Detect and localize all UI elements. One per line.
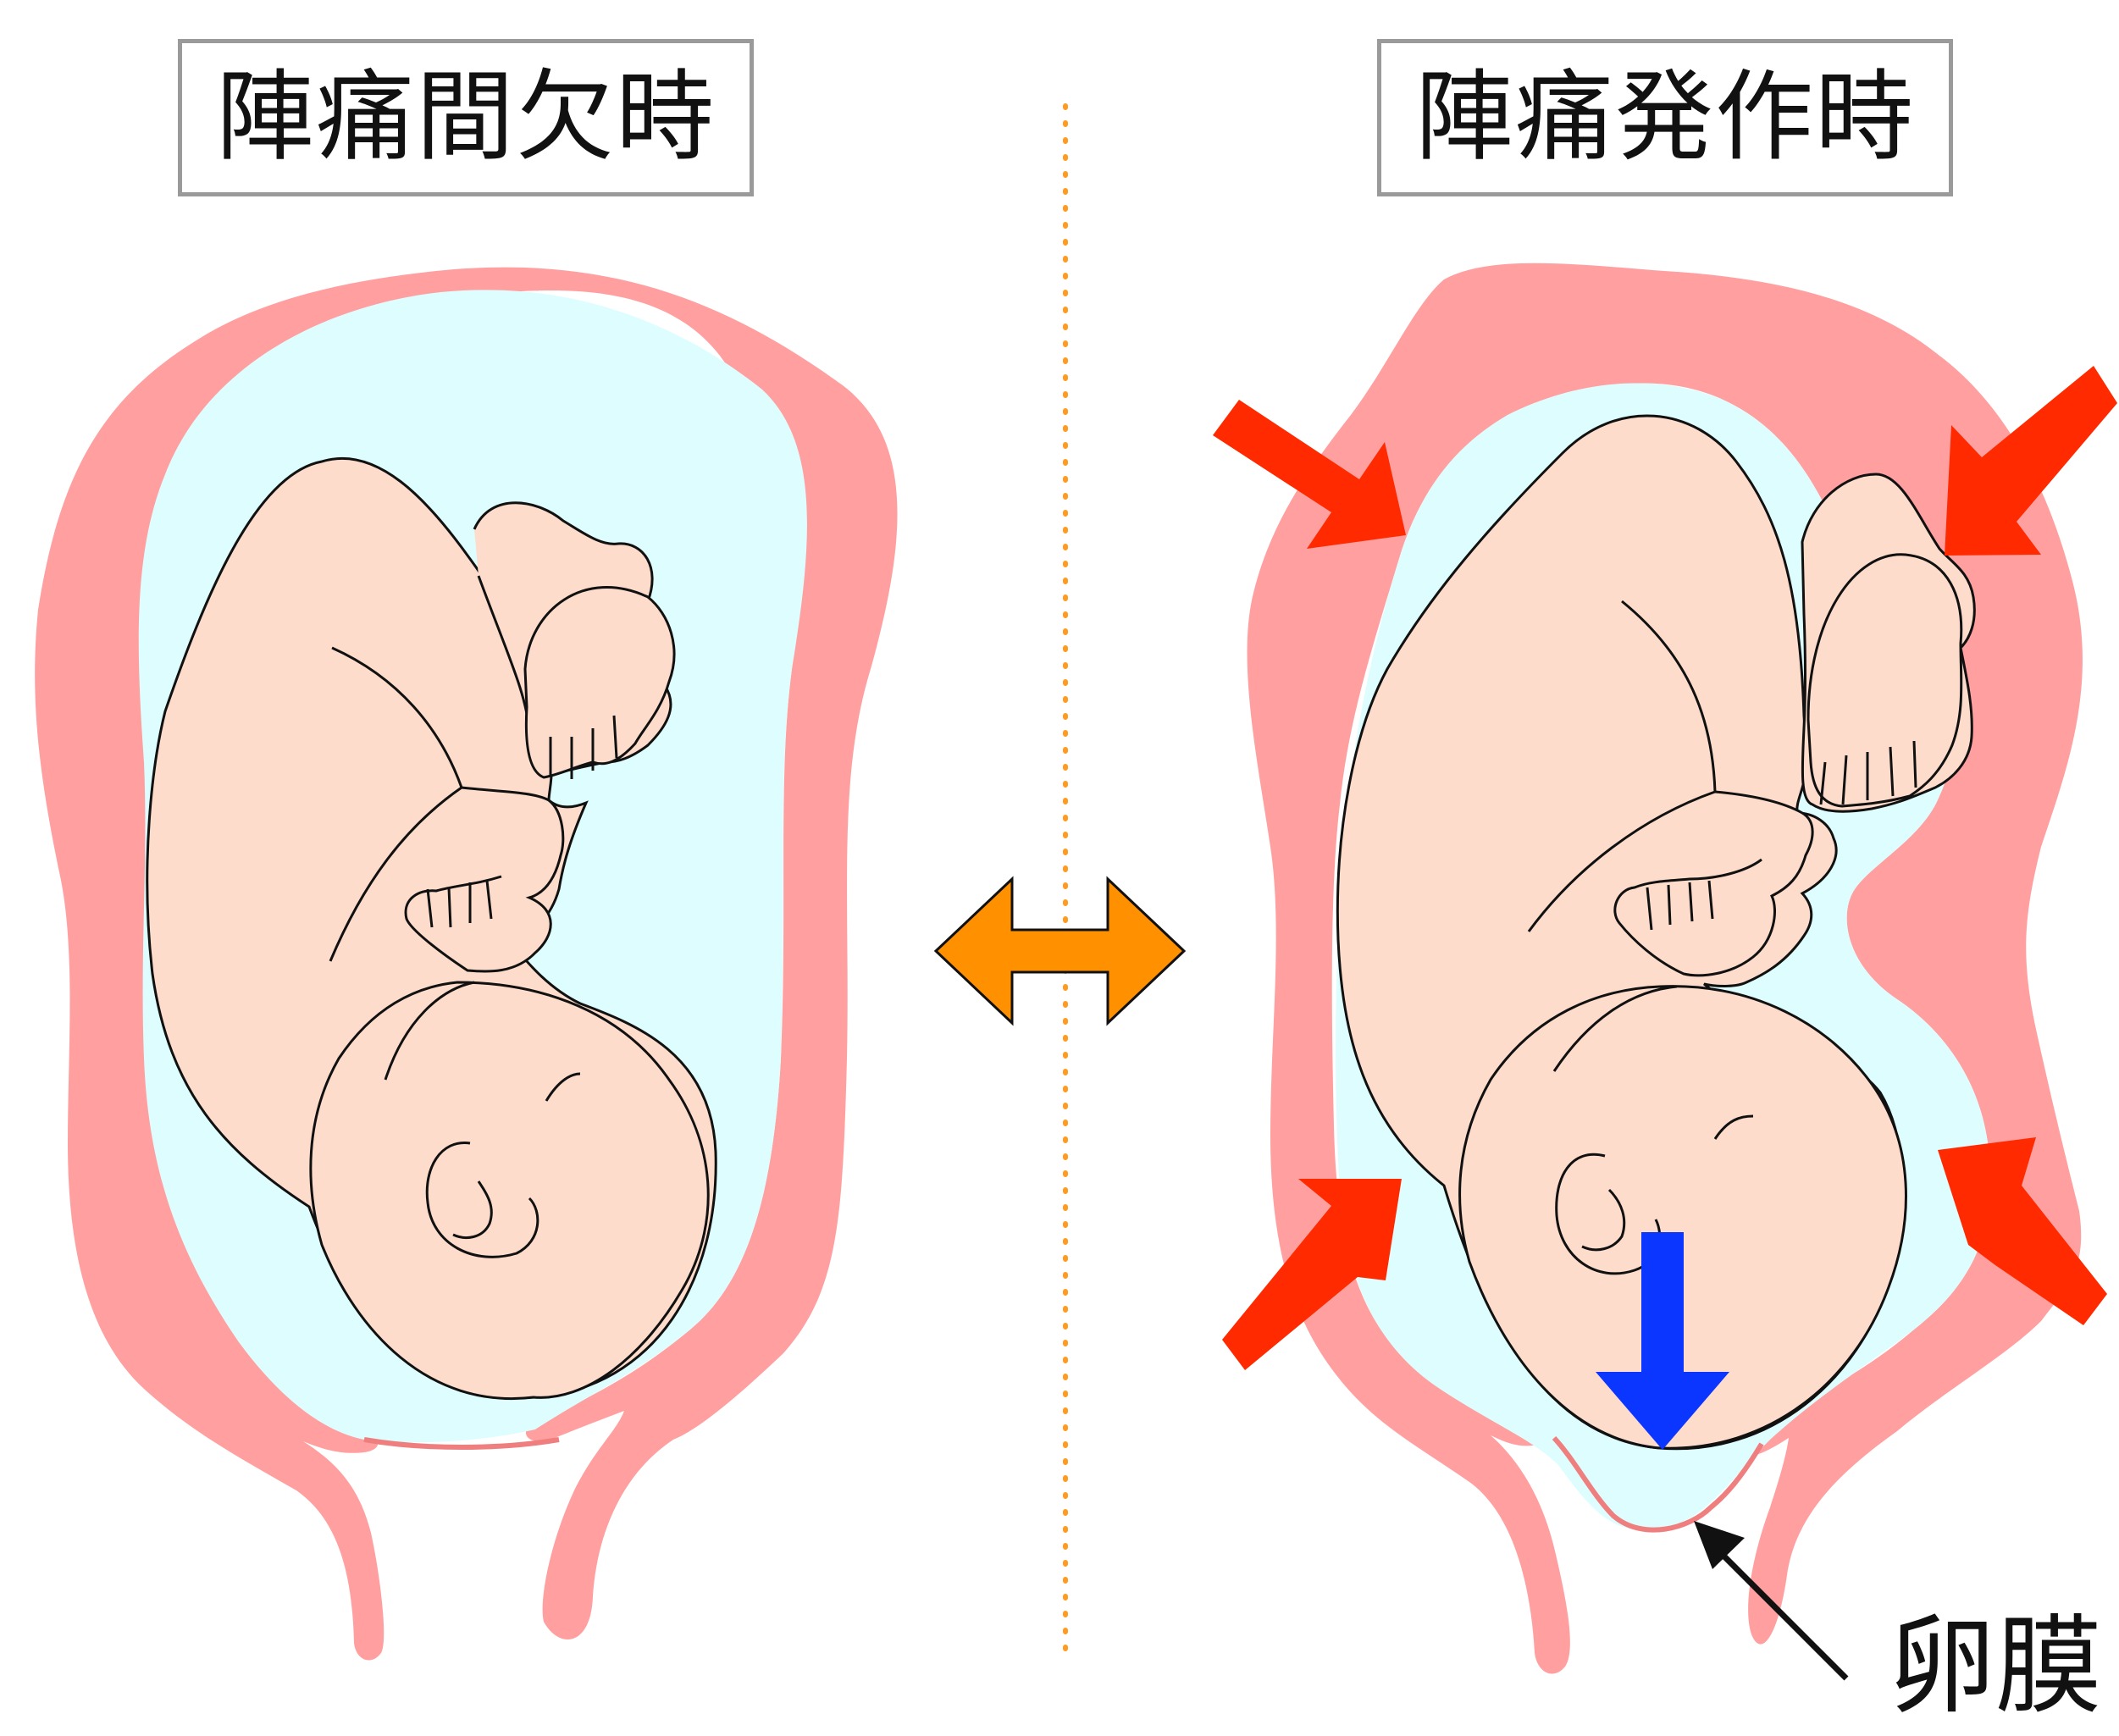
membrane-pointer-arrowhead — [1694, 1521, 1745, 1569]
left-panel-illustration — [35, 268, 897, 1661]
membrane-label: 卵膜 — [1889, 1613, 2117, 1732]
right-panel-title: 陣痛発作時 — [1377, 39, 1953, 196]
left-panel-title: 陣痛間欠時 — [178, 39, 754, 196]
double-headed-arrow-icon — [936, 879, 1184, 1023]
right-panel-illustration — [1213, 263, 2117, 1678]
